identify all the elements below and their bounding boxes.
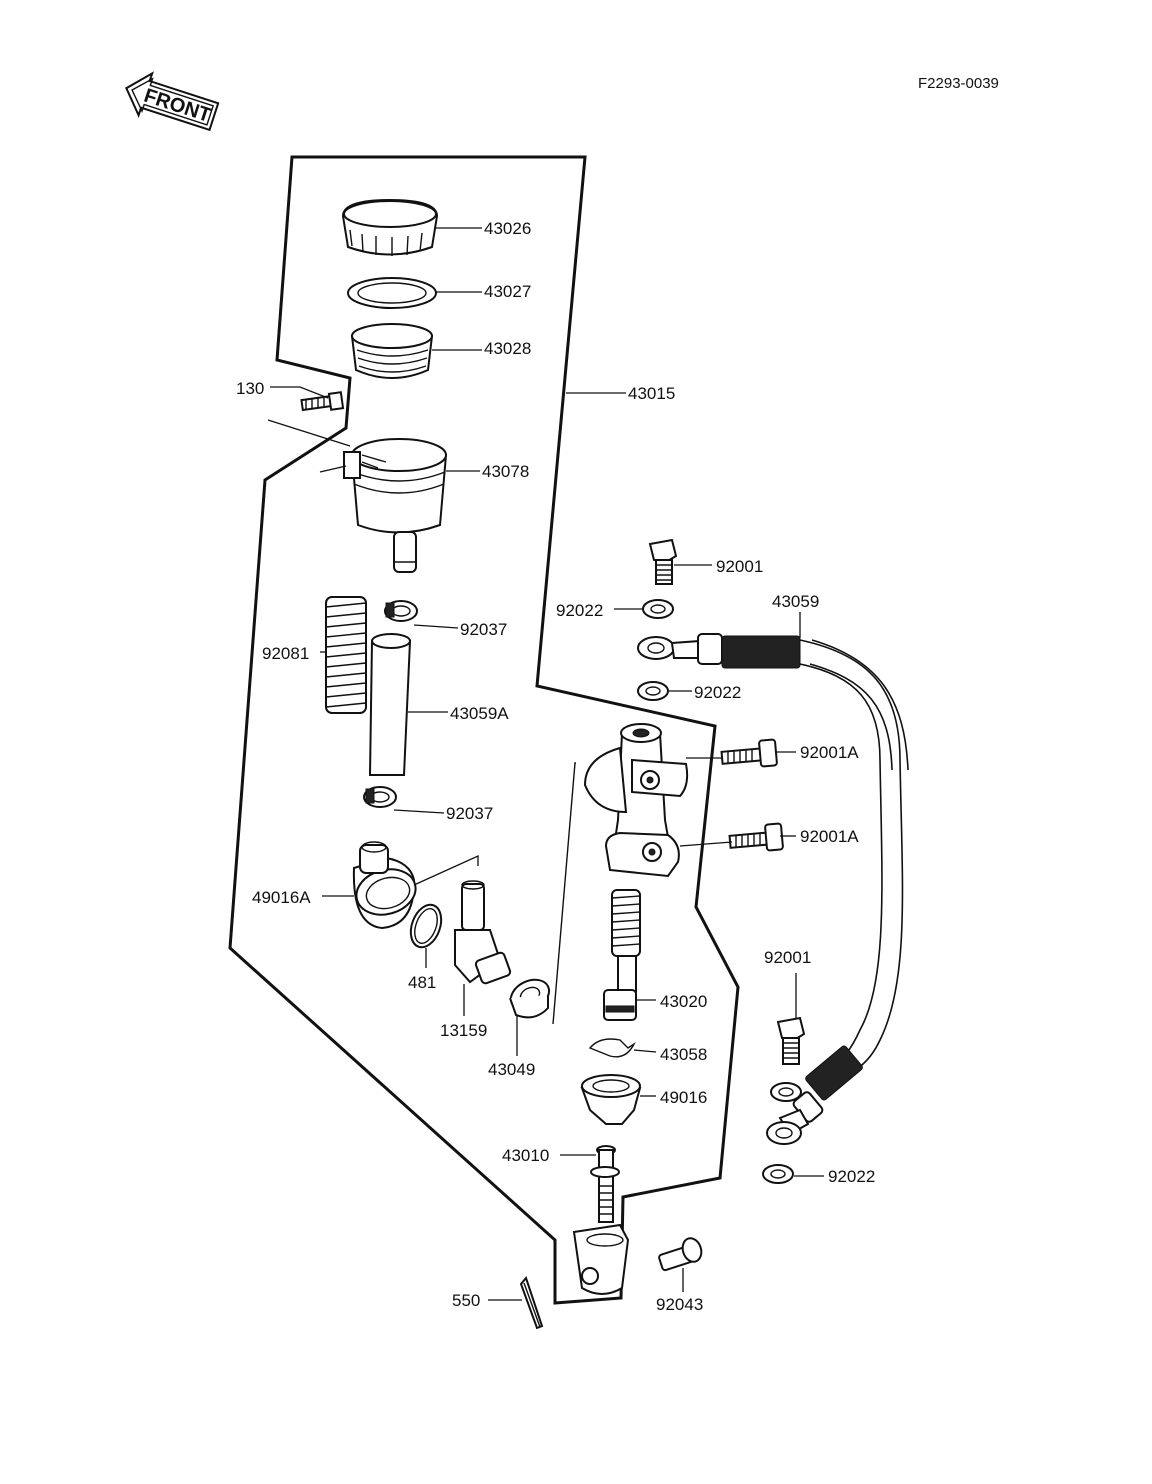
label-92001A-b: 92001A: [800, 827, 859, 846]
brake-hose-part: [637, 633, 909, 1145]
clevis-pin-part: [658, 1237, 703, 1272]
label-92037-b: 92037: [446, 804, 493, 823]
label-92043: 92043: [656, 1295, 703, 1314]
piston-assembly-part: [603, 889, 641, 1021]
label-43010: 43010: [502, 1146, 549, 1165]
label-481: 481: [408, 973, 436, 992]
label-43028: 43028: [484, 339, 531, 358]
label-43049: 43049: [488, 1060, 535, 1079]
reservoir-cap-part: [341, 198, 439, 256]
washer-bottom-part: [762, 1164, 794, 1184]
label-92001A-a: 92001A: [800, 743, 859, 762]
reservoir-hose-part: [368, 633, 412, 776]
label-43058: 43058: [660, 1045, 707, 1064]
diaphragm-part: [350, 323, 434, 379]
reservoir-part: [319, 438, 448, 573]
label-43059A: 43059A: [450, 704, 509, 723]
inlet-fitting-part: [352, 841, 417, 930]
circlip-part: [409, 903, 443, 949]
label-49016: 49016: [660, 1088, 707, 1107]
label-92022-b: 92022: [694, 683, 741, 702]
label-92022-a: 92022: [556, 601, 603, 620]
elbow-connector-part: [454, 880, 512, 985]
mounting-bolt-upper-part: [720, 738, 778, 768]
label-13159: 13159: [440, 1021, 487, 1040]
label-550: 550: [452, 1291, 480, 1310]
hose-clamp-top-part: [384, 600, 418, 622]
label-43015: 43015: [628, 384, 675, 403]
banjo-bolt-lower-part: [776, 1016, 806, 1065]
mounting-bolt-lower-part: [728, 822, 784, 852]
cotter-pin-part: [519, 1275, 544, 1330]
label-43027: 43027: [484, 282, 531, 301]
diaphragm-plate-part: [347, 277, 437, 309]
hose-clamp-bottom-part: [363, 786, 397, 808]
diagram-code: F2293-0039: [918, 75, 999, 92]
snap-clip-part: [588, 1038, 636, 1058]
label-43020: 43020: [660, 992, 707, 1011]
washer-top-part: [642, 599, 674, 619]
dust-boot-part: [580, 1074, 642, 1125]
banjo-bolt-top-part: [648, 538, 678, 585]
label-43026: 43026: [484, 219, 531, 238]
master-cylinder-body-part: [583, 723, 689, 878]
label-43078: 43078: [482, 462, 529, 481]
front-arrow-icon: FRONT: [125, 71, 220, 132]
spring-part: [325, 596, 367, 714]
assembly-43015-outline: [228, 155, 740, 1305]
label-92081: 92081: [262, 644, 309, 663]
leader-lines: [267, 227, 824, 1301]
label-43059: 43059: [772, 592, 819, 611]
clevis-part: [572, 1223, 630, 1295]
label-49016A: 49016A: [252, 888, 311, 907]
push-rod-part: [590, 1145, 620, 1223]
label-92001-top: 92001: [716, 557, 763, 576]
washer-lower-part: [770, 1082, 802, 1102]
label-130: 130: [236, 379, 264, 398]
washer-middle-part: [637, 681, 669, 701]
label-92022-c: 92022: [828, 1167, 875, 1186]
grommet-part: [509, 978, 551, 1019]
label-92001-right: 92001: [764, 948, 811, 967]
screw-part: [300, 391, 345, 412]
label-92037-a: 92037: [460, 620, 507, 639]
fitting-group-outline: [552, 762, 576, 1025]
